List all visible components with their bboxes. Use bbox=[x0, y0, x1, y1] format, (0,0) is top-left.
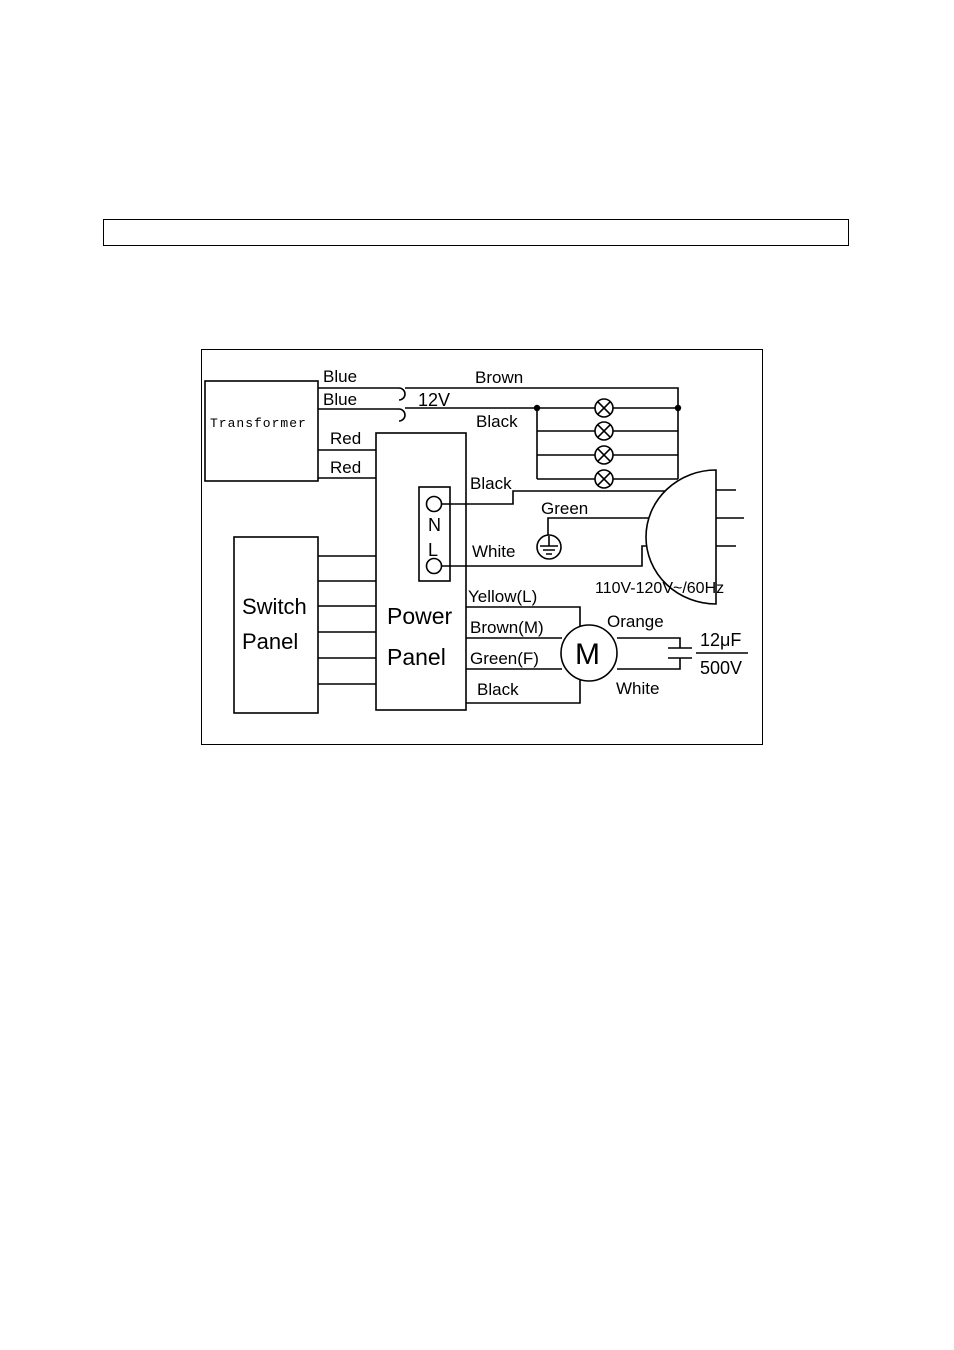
wire-label-blue-2: Blue bbox=[323, 390, 357, 409]
power-panel-label-1: Power bbox=[387, 603, 453, 629]
wire-label-blue-1: Blue bbox=[323, 367, 357, 386]
capacitor-capacitance-label: 12μF bbox=[700, 630, 741, 650]
lamp-icon bbox=[595, 422, 613, 440]
wire-label-red-1: Red bbox=[330, 429, 361, 448]
wire-label-black-lamps: Black bbox=[476, 412, 518, 431]
wire-label-green-f: Green(F) bbox=[470, 649, 539, 668]
lamp-icon bbox=[595, 399, 613, 417]
wire-label-white-motor: White bbox=[616, 679, 659, 698]
supply-voltage-label: 110V-120V~/60Hz bbox=[595, 580, 724, 597]
voltage-12v-label: 12V bbox=[418, 390, 450, 410]
wire-label-brown-top: Brown bbox=[475, 368, 523, 387]
switch-panel-block: Switch Panel bbox=[234, 537, 318, 713]
wire-label-orange: Orange bbox=[607, 612, 664, 631]
terminal-n-label: N bbox=[428, 515, 441, 535]
wire-label-yellow-l: Yellow(L) bbox=[468, 587, 537, 606]
motor-label: M bbox=[575, 638, 600, 671]
lamp-bank bbox=[534, 399, 681, 488]
nl-terminal-block: N L bbox=[419, 487, 450, 581]
terminal-l-label: L bbox=[428, 540, 438, 560]
ground-icon bbox=[537, 535, 561, 559]
lamp-icon bbox=[595, 446, 613, 464]
wire-label-white-l: White bbox=[472, 542, 515, 561]
switch-panel-label-1: Switch bbox=[242, 594, 307, 619]
motor-icon: M bbox=[561, 625, 617, 681]
wire-label-black-motor: Black bbox=[477, 680, 519, 699]
transformer-label: Transformer bbox=[210, 416, 307, 431]
transformer-block: Transformer bbox=[205, 381, 318, 481]
wire-label-red-2: Red bbox=[330, 458, 361, 477]
capacitor-voltage-label: 500V bbox=[700, 658, 742, 678]
wire-label-brown-m: Brown(M) bbox=[470, 618, 544, 637]
wire-label-green: Green bbox=[541, 499, 588, 518]
switch-panel-label-2: Panel bbox=[242, 629, 298, 654]
wire-label-black-n: Black bbox=[470, 474, 512, 493]
power-panel-label-2: Panel bbox=[387, 644, 446, 670]
capacitor-icon bbox=[668, 648, 692, 658]
lamp-icon bbox=[595, 470, 613, 488]
